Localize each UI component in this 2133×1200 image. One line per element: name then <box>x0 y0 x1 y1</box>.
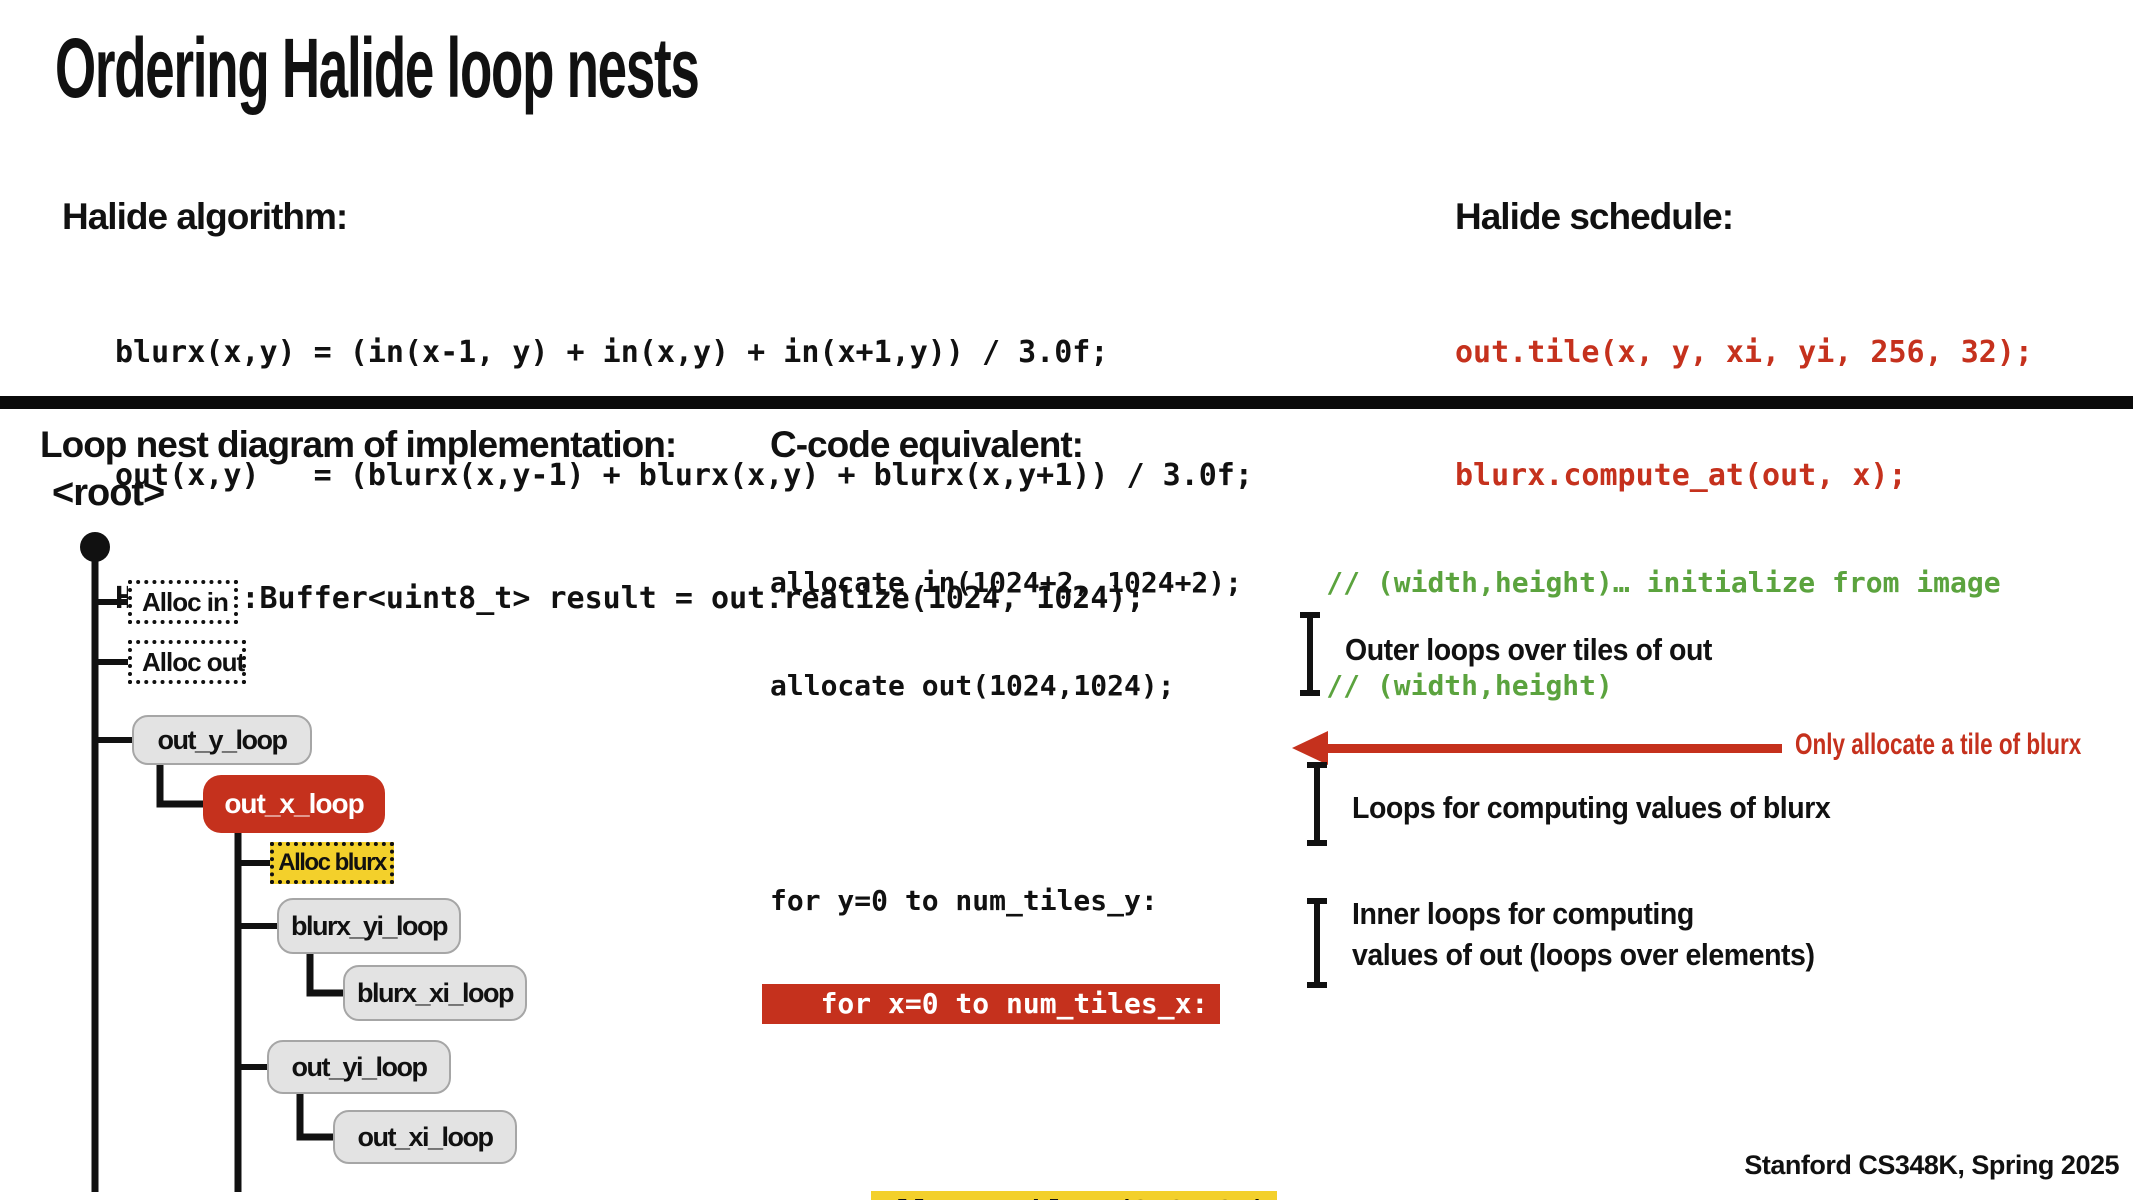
left-arrow-line <box>1326 744 1782 753</box>
annotation-outer-loops: Outer loops over tiles of out <box>1345 632 1712 667</box>
algorithm-code-line: blurx(x,y) = (in(x-1, y) + in(x,y) + in(… <box>115 335 1109 370</box>
tree-node-blurx-yi-loop: blurx_yi_loop <box>277 898 461 954</box>
code-text-highlight-yellow: allocate blurx(256, 34) <box>871 1191 1277 1200</box>
annotation-blurx-loops: Loops for computing values of blurx <box>1352 790 1831 825</box>
code-line: for y=0 to num_tiles_y: <box>770 882 2001 919</box>
tree-node-alloc-in: Alloc in <box>128 580 238 624</box>
code-text: allocate out(1024,1024); <box>770 669 1327 702</box>
code-comment: // (width,height) <box>1326 669 1613 702</box>
schedule-code: out.tile(x, y, xi, yi, 256, 32); blurx.c… <box>1455 248 2033 580</box>
code-line: for x=0 to num_tiles_x: <box>762 984 2001 1024</box>
bracket-blurx-loops <box>1307 762 1327 846</box>
schedule-heading: Halide schedule: <box>1455 196 1734 237</box>
annotation-inner-loops: Inner loops for computing values of out … <box>1352 893 1815 975</box>
code-text: allocate in(1024+2, 1024+2); <box>770 566 1327 599</box>
tree-node-out-y-loop: out_y_loop <box>132 715 312 765</box>
algorithm-heading: Halide algorithm: <box>62 196 348 237</box>
algorithm-code-line: out(x,y) = (blurx(x,y-1) + blurx(x,y) + … <box>115 458 1253 493</box>
tree-node-alloc-blurx: Alloc blurx <box>270 842 394 884</box>
tree-node-out-x-loop: out_x_loop <box>203 775 385 833</box>
tree-node-alloc-out: Alloc out <box>128 640 246 684</box>
code-line: allocate in(1024+2, 1024+2); // (width,h… <box>770 564 2001 601</box>
section-divider <box>0 396 2133 409</box>
schedule-code-line: blurx.compute_at(out, x); <box>1455 458 1907 493</box>
root-node-dot <box>80 532 110 562</box>
bracket-inner-loops <box>1307 898 1327 988</box>
ccode-heading: C-code equivalent: <box>770 424 1084 465</box>
code-text: for y=0 to num_tiles_y: <box>770 884 1158 917</box>
c-code-block: allocate in(1024+2, 1024+2); // (width,h… <box>762 498 2001 1200</box>
left-arrow-icon <box>1292 731 1328 765</box>
annotation-only-allocate: Only allocate a tile of blurx <box>1795 728 2082 761</box>
code-spacer <box>770 1088 2001 1126</box>
code-indent <box>770 1194 871 1200</box>
schedule-code-line: out.tile(x, y, xi, yi, 256, 32); <box>1455 335 2033 370</box>
code-text-highlight-red: for x=0 to num_tiles_x: <box>762 984 1221 1024</box>
code-line: allocate out(1024,1024); // (width,heigh… <box>770 667 2001 704</box>
annotation-inner-line2: values of out (loops over elements) <box>1352 937 1815 972</box>
code-comment: // (width,height)… initialize from image <box>1326 566 2001 599</box>
tree-node-blurx-xi-loop: blurx_xi_loop <box>343 965 527 1021</box>
annotation-inner-line1: Inner loops for computing <box>1352 896 1694 931</box>
slide-footer: Stanford CS348K, Spring 2025 <box>1744 1150 2119 1180</box>
tree-node-out-xi-loop: out_xi_loop <box>333 1110 517 1164</box>
slide-title: Ordering Halide loop nests <box>55 21 700 115</box>
code-line: allocate blurx(256, 34) <box>770 1191 2001 1200</box>
root-node-label: <root> <box>52 472 165 514</box>
bracket-outer-loops <box>1300 612 1320 696</box>
tree-node-out-yi-loop: out_yi_loop <box>267 1040 451 1094</box>
diagram-heading: Loop nest diagram of implementation: <box>40 424 677 465</box>
